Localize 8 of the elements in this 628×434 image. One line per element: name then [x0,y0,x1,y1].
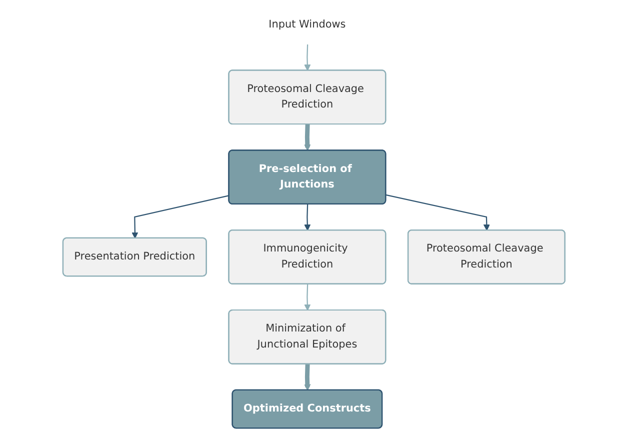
node-text: Input Windows [268,18,346,31]
arrow [386,194,490,231]
arrow [304,364,311,391]
arrow [304,204,311,231]
arrow [304,284,311,311]
arrow [132,195,230,239]
arrow [304,124,311,151]
arrow [304,44,311,71]
